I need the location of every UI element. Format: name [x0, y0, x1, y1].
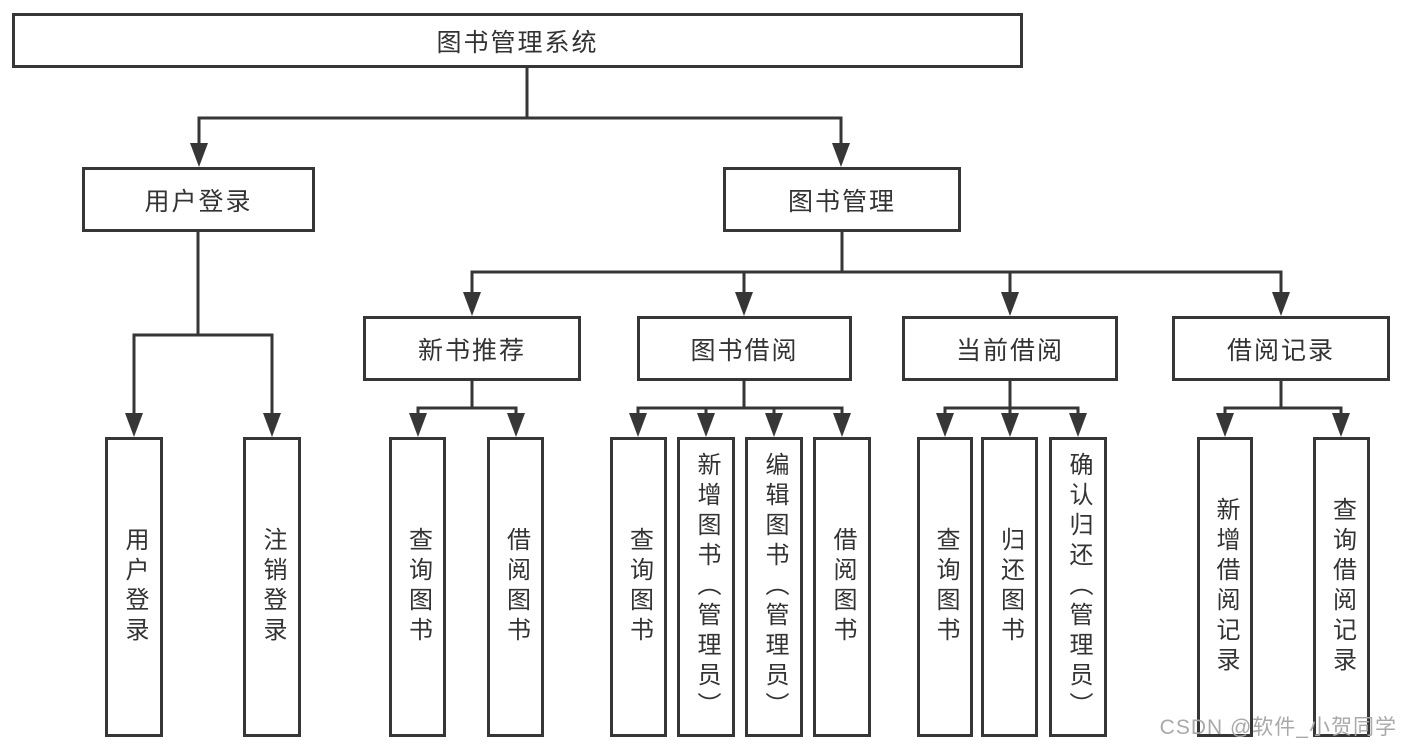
- leaf-add-borrow-record: 新增借阅记录: [1197, 437, 1253, 737]
- leaf-query-books-3: 查询图书: [917, 437, 973, 737]
- csdn-watermark: CSDN @软件_小贺同学: [1159, 716, 1397, 739]
- leaf-borrow-books-1: 借阅图书: [487, 437, 544, 737]
- leaf-add-book-admin: 新增图书（管理员）: [677, 437, 735, 737]
- leaf-query-books-1: 查询图书: [389, 437, 446, 737]
- leaf-query-books-2: 查询图书: [610, 437, 667, 737]
- leaf-user-login: 用户登录: [105, 437, 163, 737]
- leaf-confirm-return-admin: 确认归还（管理员）: [1049, 437, 1107, 737]
- node-new-book-recommend: 新书推荐: [363, 316, 581, 381]
- leaf-logout: 注销登录: [243, 437, 301, 737]
- leaf-return-book: 归还图书: [981, 437, 1038, 737]
- node-current-borrow: 当前借阅: [902, 316, 1118, 381]
- node-user-login: 用户登录: [82, 167, 315, 232]
- node-book-management: 图书管理: [723, 167, 961, 232]
- leaf-query-borrow-record: 查询借阅记录: [1313, 437, 1370, 737]
- arrowheads: [125, 143, 1350, 437]
- node-borrow-records: 借阅记录: [1172, 316, 1390, 381]
- node-root-system: 图书管理系统: [12, 13, 1023, 68]
- node-book-borrow: 图书借阅: [637, 316, 852, 381]
- leaf-borrow-books-2: 借阅图书: [813, 437, 871, 737]
- leaf-edit-book-admin: 编辑图书（管理员）: [745, 437, 803, 737]
